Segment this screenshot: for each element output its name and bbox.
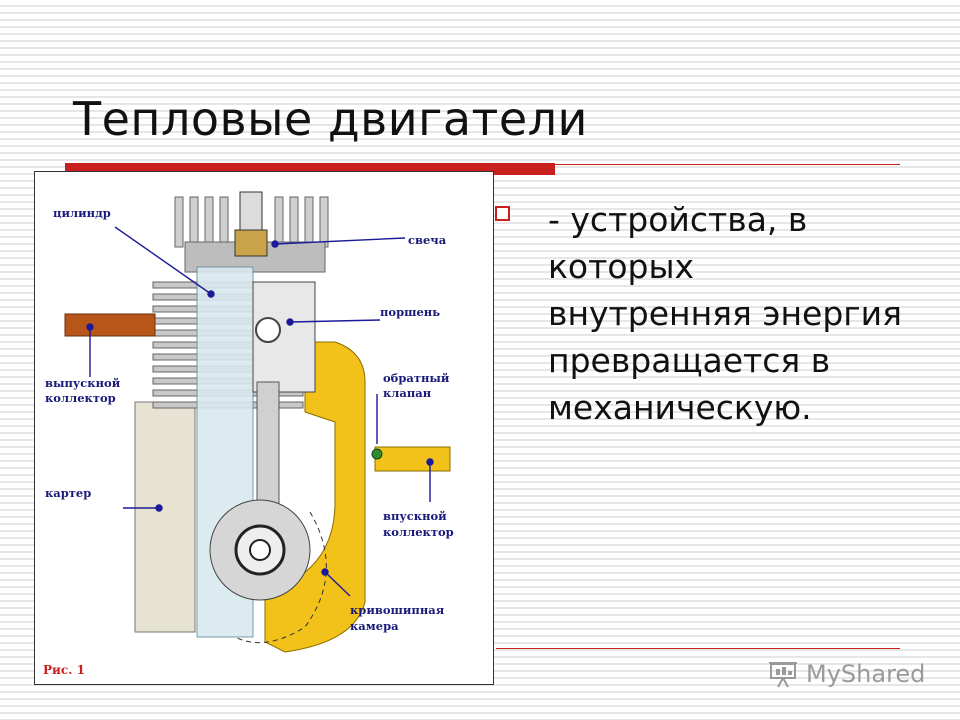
label-exhaust-1: выпускной xyxy=(45,376,121,390)
bullet-definition-text: - устройства, в которых внутренняя энерг… xyxy=(548,200,902,427)
presentation-icon xyxy=(769,662,797,688)
crank-chamber-outline xyxy=(234,511,327,644)
slide-title: Тепловые двигатели xyxy=(73,92,588,146)
label-crank-chamber-2: камера xyxy=(350,619,399,633)
spark-plug xyxy=(239,191,263,233)
label-intake-1: впускной xyxy=(383,509,447,523)
label-piston: поршень xyxy=(380,305,440,319)
engine-illustration: цилиндр свеча поршень выпускной коллекто… xyxy=(43,191,454,677)
label-crank-chamber-1: кривошипная xyxy=(350,603,445,617)
check-valve xyxy=(371,448,383,460)
title-underline-line xyxy=(555,164,900,165)
bottom-divider xyxy=(496,648,900,649)
engine-diagram: цилиндр свеча поршень выпускной коллекто… xyxy=(34,171,494,685)
crank-chamber-housing xyxy=(264,341,366,653)
bullet-square-icon xyxy=(495,206,510,221)
label-check-valve-2: клапан xyxy=(383,386,432,400)
head-fins xyxy=(174,196,329,248)
myshared-watermark: MyShared xyxy=(768,660,928,688)
watermark-text: MyShared xyxy=(806,660,926,688)
label-cylinder: цилиндр xyxy=(53,206,111,220)
intake-pipe xyxy=(374,446,451,472)
label-intake-2: коллектор xyxy=(383,525,454,539)
exhaust-pipe xyxy=(64,313,156,337)
figure-caption: Рис. 1 xyxy=(43,663,85,677)
leader-lines xyxy=(86,226,434,597)
piston xyxy=(252,281,316,393)
label-crankcase: картер xyxy=(45,486,91,500)
label-exhaust-2: коллектор xyxy=(45,391,116,405)
label-spark-plug: свеча xyxy=(408,233,447,247)
crankcase-body xyxy=(134,401,196,633)
label-check-valve-1: обратный xyxy=(383,371,450,385)
